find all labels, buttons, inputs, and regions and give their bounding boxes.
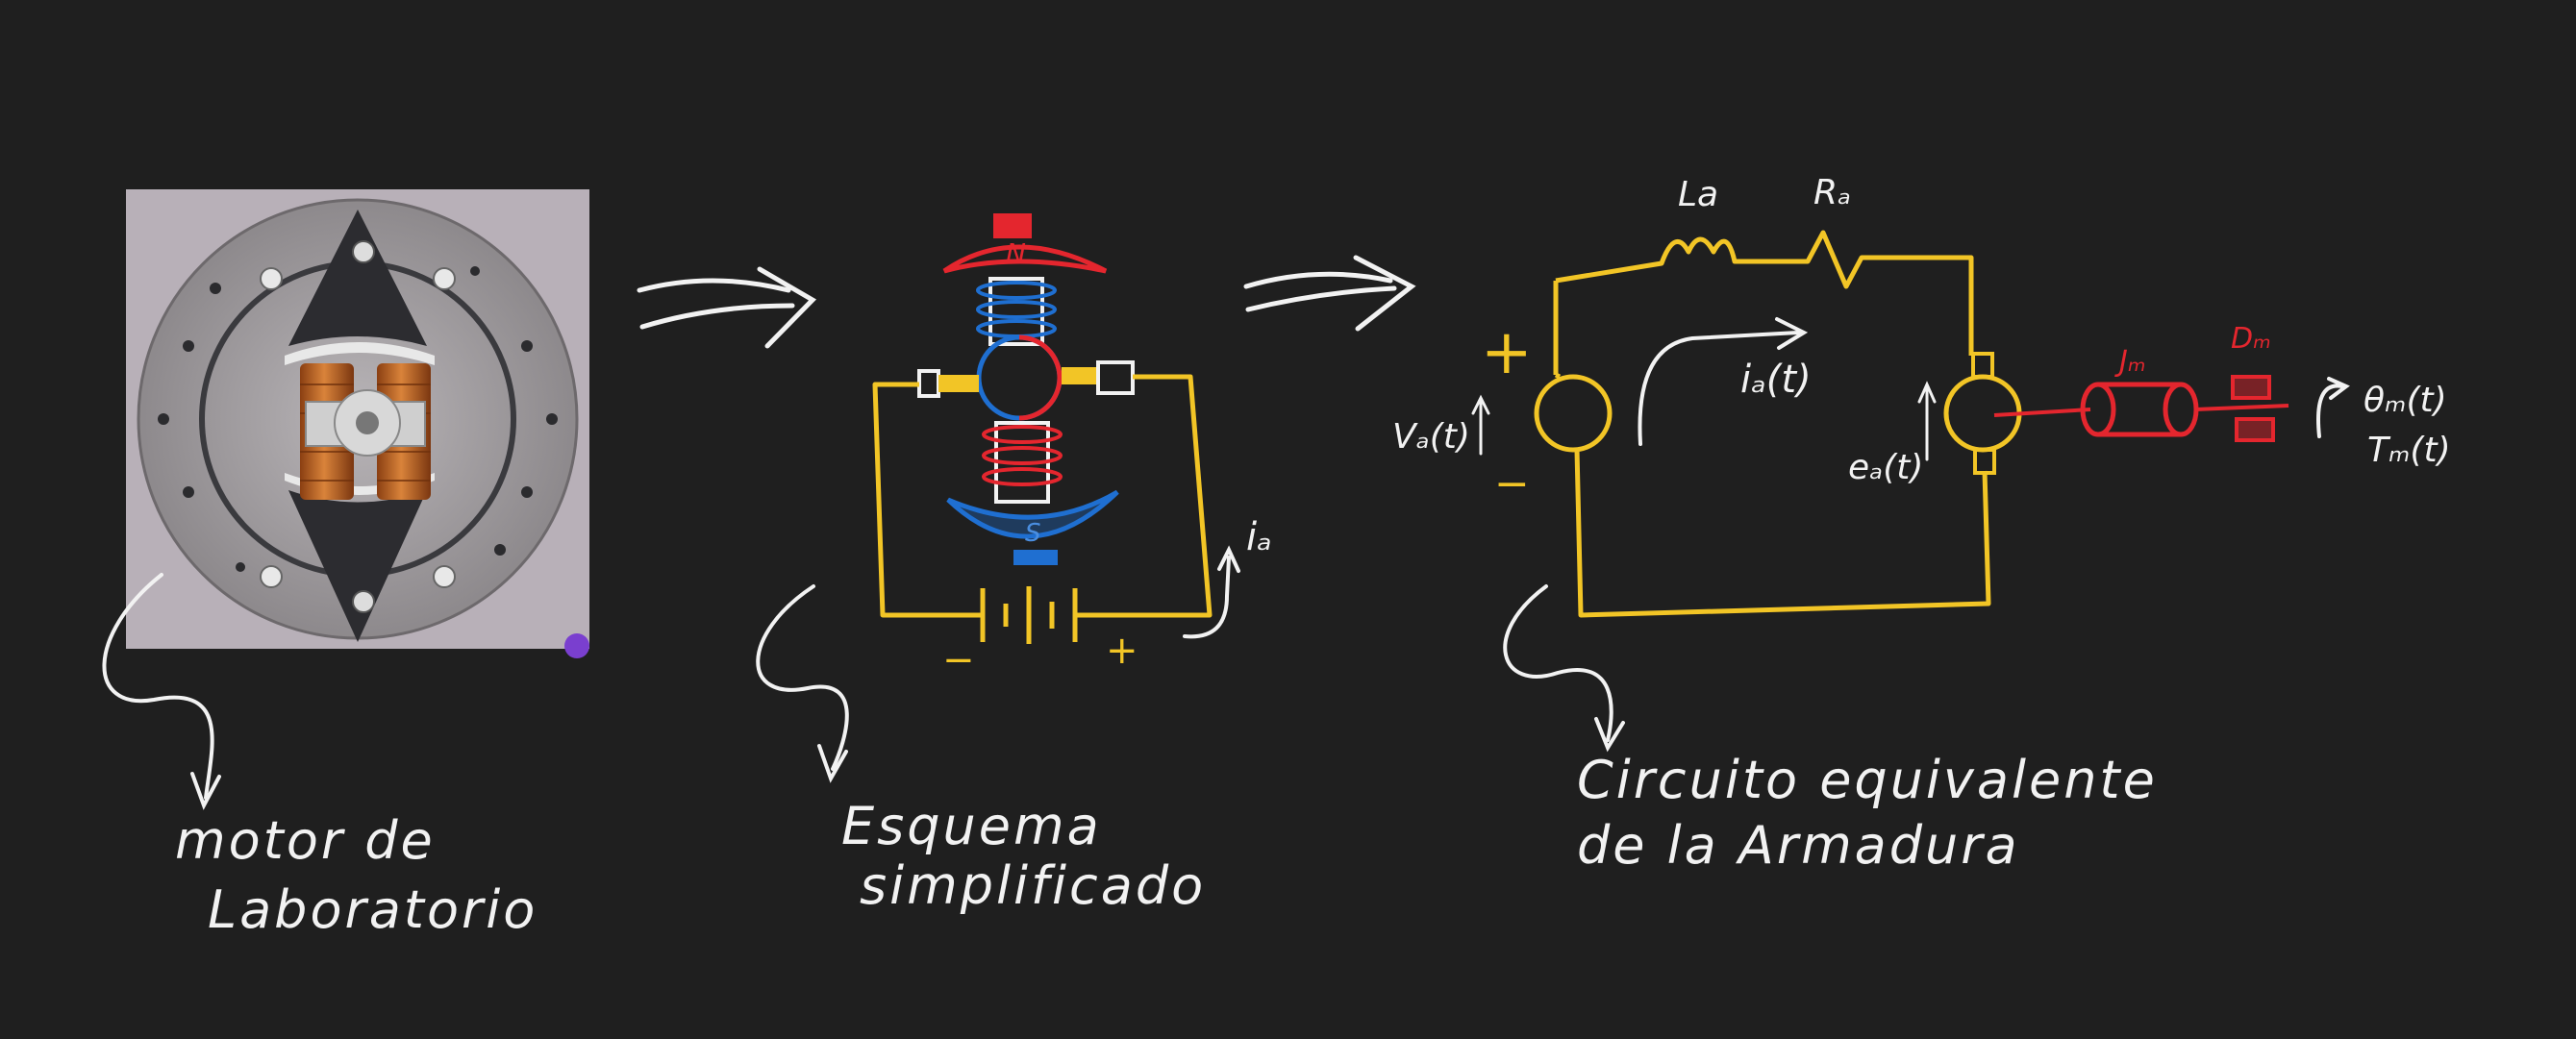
voltage-source-icon xyxy=(1534,374,1613,453)
photo-caption-line2: Laboratorio xyxy=(208,879,538,940)
battery-icon xyxy=(962,586,1088,644)
angle-label: θₘ(t) xyxy=(2363,381,2447,420)
back-emf-label: eₐ(t) xyxy=(1848,448,1923,487)
battery-plus-label: + xyxy=(1106,629,1138,673)
torque-label: Tₘ(t) xyxy=(2367,431,2451,470)
schematic-pointer-arrow xyxy=(756,584,849,771)
schematic-caption-line1: Esquema xyxy=(841,796,1102,856)
photo-pointer-arrow xyxy=(102,573,214,800)
source-minus-label: − xyxy=(1494,459,1530,508)
motor-photo xyxy=(126,189,589,658)
source-plus-label: + xyxy=(1481,317,1533,388)
damping-label: Dₘ xyxy=(2231,322,2271,356)
inductor-label: La xyxy=(1678,175,1718,214)
armature-current-label: iₐ(t) xyxy=(1740,358,1812,402)
simplified-schematic: N S xyxy=(872,213,1272,682)
resistor-label: Rₐ xyxy=(1813,173,1851,212)
battery-minus-label: − xyxy=(942,638,975,682)
circuit-pointer-arrow xyxy=(1503,584,1613,742)
inertia-label: Jₘ xyxy=(2114,345,2146,379)
double-arrow-icon xyxy=(637,266,817,349)
source-voltage-label: Vₐ(t) xyxy=(1392,417,1470,457)
north-pole-label: N xyxy=(1006,237,1026,269)
circuit-caption-line2: de la Armadura xyxy=(1577,815,2020,876)
damping-icon xyxy=(2231,375,2275,442)
inertia-icon xyxy=(2080,382,2199,437)
double-arrow-icon xyxy=(1243,255,1416,332)
south-pole-label: S xyxy=(1025,519,1041,548)
bolt-holes xyxy=(158,266,558,572)
schematic-caption-line2: simplificado xyxy=(860,855,1206,916)
schematic-current-label: iₐ xyxy=(1246,515,1272,559)
circuit-caption-line1: Circuito equivalente xyxy=(1577,750,2158,810)
photo-caption-line1: motor de xyxy=(175,810,436,871)
equivalent-circuit: La Rₐ + − Vₐ(t) iₐ(t) eₐ(t) Jₘ xyxy=(1392,173,2451,618)
